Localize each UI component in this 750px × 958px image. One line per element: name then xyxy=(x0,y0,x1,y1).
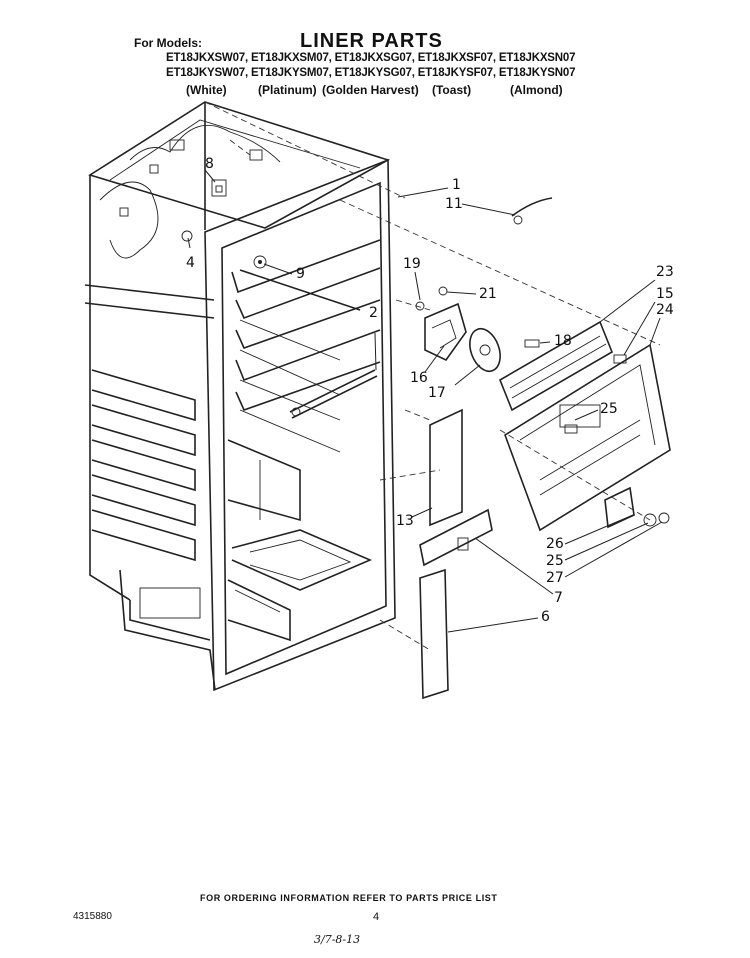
color-label-platinum: (Platinum) xyxy=(258,83,317,97)
handwritten-code: 3/7-8-13 xyxy=(314,933,361,946)
callout-7: 7 xyxy=(554,590,563,606)
color-label-golden-harvest: (Golden Harvest) xyxy=(322,83,419,97)
color-label-white: (White) xyxy=(186,83,227,97)
color-label-toast: (Toast) xyxy=(432,83,472,97)
callout-15: 15 xyxy=(656,286,674,302)
callout-25-upper: 25 xyxy=(600,401,618,417)
for-models-label: For Models: xyxy=(134,36,202,50)
model-list-row-2: ET18JKYSW07, ET18JKYSM07, ET18JKYSG07, E… xyxy=(166,67,576,79)
cabinet-liner-drawing xyxy=(84,101,661,692)
small-parts-drawing xyxy=(181,179,671,700)
model-list-row-1: ET18JKXSW07, ET18JKXSM07, ET18JKXSG07, E… xyxy=(166,52,576,64)
callout-16: 16 xyxy=(410,370,428,386)
ordering-info-note: FOR ORDERING INFORMATION REFER TO PARTS … xyxy=(200,893,498,903)
callout-27: 27 xyxy=(546,570,564,586)
callout-4: 4 xyxy=(186,255,195,271)
callout-19: 19 xyxy=(403,256,421,272)
leader-lines xyxy=(187,169,663,633)
callout-24: 24 xyxy=(656,302,674,318)
callout-21: 21 xyxy=(479,286,497,302)
page-number: 4 xyxy=(373,911,380,923)
callout-8: 8 xyxy=(205,156,214,172)
callout-23: 23 xyxy=(656,264,674,280)
color-label-almond: (Almond) xyxy=(510,83,563,97)
callout-26: 26 xyxy=(546,536,564,552)
callout-6: 6 xyxy=(541,609,550,625)
callout-25-lower: 25 xyxy=(546,553,564,569)
callout-17: 17 xyxy=(428,385,446,401)
callout-9: 9 xyxy=(296,266,305,282)
callout-13: 13 xyxy=(396,513,414,529)
callout-18: 18 xyxy=(554,333,572,349)
page-title: LINER PARTS xyxy=(300,30,443,52)
document-number: 4315880 xyxy=(73,911,112,922)
callout-11: 11 xyxy=(445,196,463,212)
callout-1: 1 xyxy=(452,177,461,193)
callout-2: 2 xyxy=(369,305,378,321)
